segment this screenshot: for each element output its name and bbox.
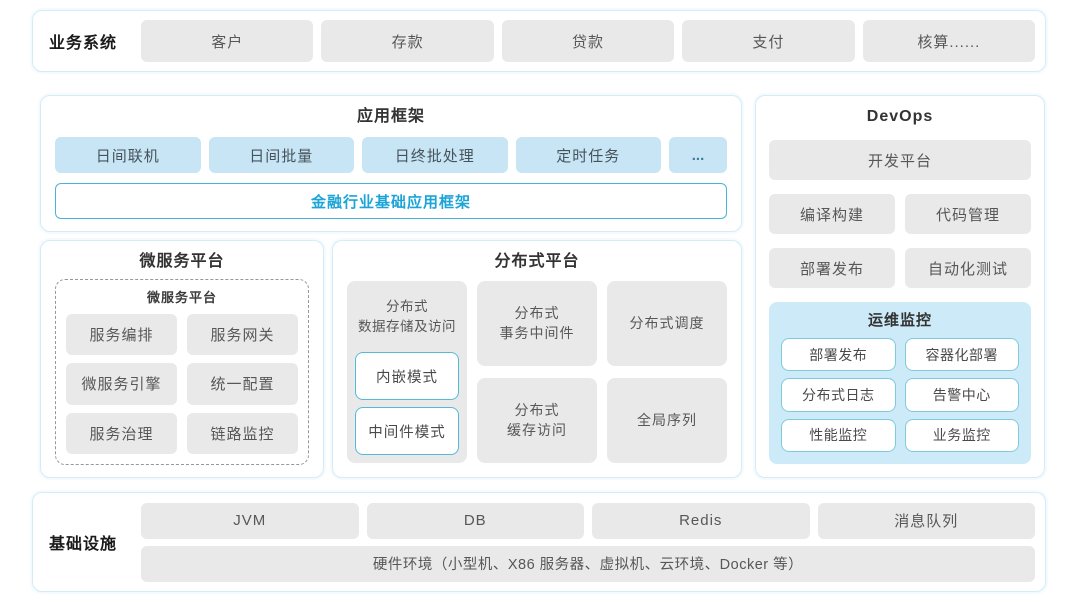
- devops-grid: 编译构建 代码管理 部署发布 自动化测试: [769, 194, 1031, 288]
- infrastructure-panel: 基础设施 JVM DB Redis 消息队列 硬件环境（小型机、X86 服务器、…: [32, 492, 1046, 592]
- infrastructure-items-row: JVM DB Redis 消息队列: [141, 502, 1035, 539]
- hardware-env-bar[interactable]: 硬件环境（小型机、X86 服务器、虚拟机、云环境、Docker 等）: [141, 545, 1035, 582]
- distributed-grid: 分布式 数据存储及访问 内嵌模式 中间件模式 分布式 事务中间件 分布式调度 分…: [347, 281, 727, 463]
- business-item-deposit[interactable]: 存款: [321, 20, 494, 62]
- devops-item-deploy[interactable]: 部署发布: [769, 248, 895, 288]
- business-item-loan[interactable]: 贷款: [501, 20, 675, 62]
- monitor-item-perf-monitor[interactable]: 性能监控: [781, 418, 896, 452]
- dist-item-cache-access[interactable]: 分布式 缓存访问: [477, 378, 597, 463]
- microservice-grid: 服务编排 服务网关 微服务引擎 统一配置 服务治理 链路监控: [66, 314, 298, 454]
- monitor-item-alert-center[interactable]: 告警中心: [904, 378, 1019, 412]
- devops-item-code-mgmt[interactable]: 代码管理: [905, 194, 1031, 234]
- app-framework-panel: 应用框架 日间联机 日间批量 日终批处理 定时任务 ... 金融行业基础应用框架: [40, 95, 742, 232]
- microservice-panel: 微服务平台 微服务平台 服务编排 服务网关 微服务引擎 统一配置 服务治理 链路…: [40, 240, 324, 478]
- micro-item-governance[interactable]: 服务治理: [66, 412, 177, 454]
- micro-item-orchestration[interactable]: 服务编排: [66, 314, 177, 356]
- app-item-daytime-batch[interactable]: 日间批量: [208, 137, 354, 173]
- infra-item-redis[interactable]: Redis: [592, 502, 810, 539]
- business-items-row: 客户 存款 贷款 支付 核算......: [141, 20, 1036, 62]
- monitor-item-deploy[interactable]: 部署发布: [781, 338, 896, 372]
- devops-panel: DevOps 开发平台 编译构建 代码管理 部署发布 自动化测试 运维监控 部署…: [755, 95, 1045, 478]
- micro-item-engine[interactable]: 微服务引擎: [66, 363, 177, 405]
- dist-item-scheduling[interactable]: 分布式调度: [607, 281, 727, 366]
- infra-item-db[interactable]: DB: [366, 502, 584, 539]
- app-item-scheduled-task[interactable]: 定时任务: [515, 137, 661, 173]
- embedded-mode-button[interactable]: 内嵌模式: [355, 352, 459, 400]
- infra-item-mq[interactable]: 消息队列: [817, 502, 1035, 539]
- business-systems-label: 业务系统: [49, 35, 118, 52]
- base-framework-bar[interactable]: 金融行业基础应用框架: [55, 183, 727, 219]
- ops-monitor-grid: 部署发布 容器化部署 分布式日志 告警中心 性能监控 业务监控: [781, 338, 1019, 452]
- monitor-item-container-deploy[interactable]: 容器化部署: [904, 338, 1019, 372]
- dev-platform-button[interactable]: 开发平台: [769, 140, 1031, 180]
- business-item-customer[interactable]: 客户: [141, 20, 314, 62]
- business-item-accounting[interactable]: 核算......: [862, 20, 1036, 62]
- microservice-title: 微服务平台: [139, 253, 225, 270]
- micro-item-gateway[interactable]: 服务网关: [187, 314, 298, 356]
- distributed-title: 分布式平台: [494, 253, 580, 270]
- distributed-panel: 分布式平台 分布式 数据存储及访问 内嵌模式 中间件模式 分布式 事务中间件 分…: [332, 240, 742, 478]
- devops-item-auto-test[interactable]: 自动化测试: [905, 248, 1031, 288]
- app-item-more[interactable]: ...: [669, 137, 727, 173]
- ops-monitor-box: 运维监控 部署发布 容器化部署 分布式日志 告警中心 性能监控 业务监控: [769, 302, 1031, 464]
- middleware-mode-button[interactable]: 中间件模式: [355, 407, 459, 455]
- monitor-item-biz-monitor[interactable]: 业务监控: [904, 418, 1019, 452]
- microservice-inner-box: 微服务平台 服务编排 服务网关 微服务引擎 统一配置 服务治理 链路监控: [55, 279, 309, 465]
- devops-title: DevOps: [866, 108, 934, 125]
- distributed-storage-box: 分布式 数据存储及访问 内嵌模式 中间件模式: [347, 281, 467, 463]
- monitor-item-dist-log[interactable]: 分布式日志: [781, 378, 896, 412]
- infrastructure-content: JVM DB Redis 消息队列 硬件环境（小型机、X86 服务器、虚拟机、云…: [141, 502, 1035, 582]
- infrastructure-label: 基础设施: [49, 536, 118, 553]
- dist-item-transaction-middleware[interactable]: 分布式 事务中间件: [477, 281, 597, 366]
- infra-item-jvm[interactable]: JVM: [141, 502, 359, 539]
- business-item-payment[interactable]: 支付: [682, 20, 855, 62]
- micro-item-config[interactable]: 统一配置: [187, 363, 298, 405]
- devops-item-build[interactable]: 编译构建: [769, 194, 895, 234]
- app-framework-items-row: 日间联机 日间批量 日终批处理 定时任务 ...: [55, 137, 727, 173]
- dist-item-global-sequence[interactable]: 全局序列: [607, 378, 727, 463]
- app-framework-title: 应用框架: [356, 108, 425, 125]
- app-item-daytime-online[interactable]: 日间联机: [55, 137, 201, 173]
- microservice-inner-title: 微服务平台: [146, 290, 217, 305]
- micro-item-tracing[interactable]: 链路监控: [187, 412, 298, 454]
- distributed-storage-label: 分布式 数据存储及访问: [358, 299, 456, 334]
- business-systems-panel: 业务系统 客户 存款 贷款 支付 核算......: [32, 10, 1046, 72]
- ops-monitor-title: 运维监控: [867, 312, 932, 329]
- app-item-eod-batch[interactable]: 日终批处理: [362, 137, 508, 173]
